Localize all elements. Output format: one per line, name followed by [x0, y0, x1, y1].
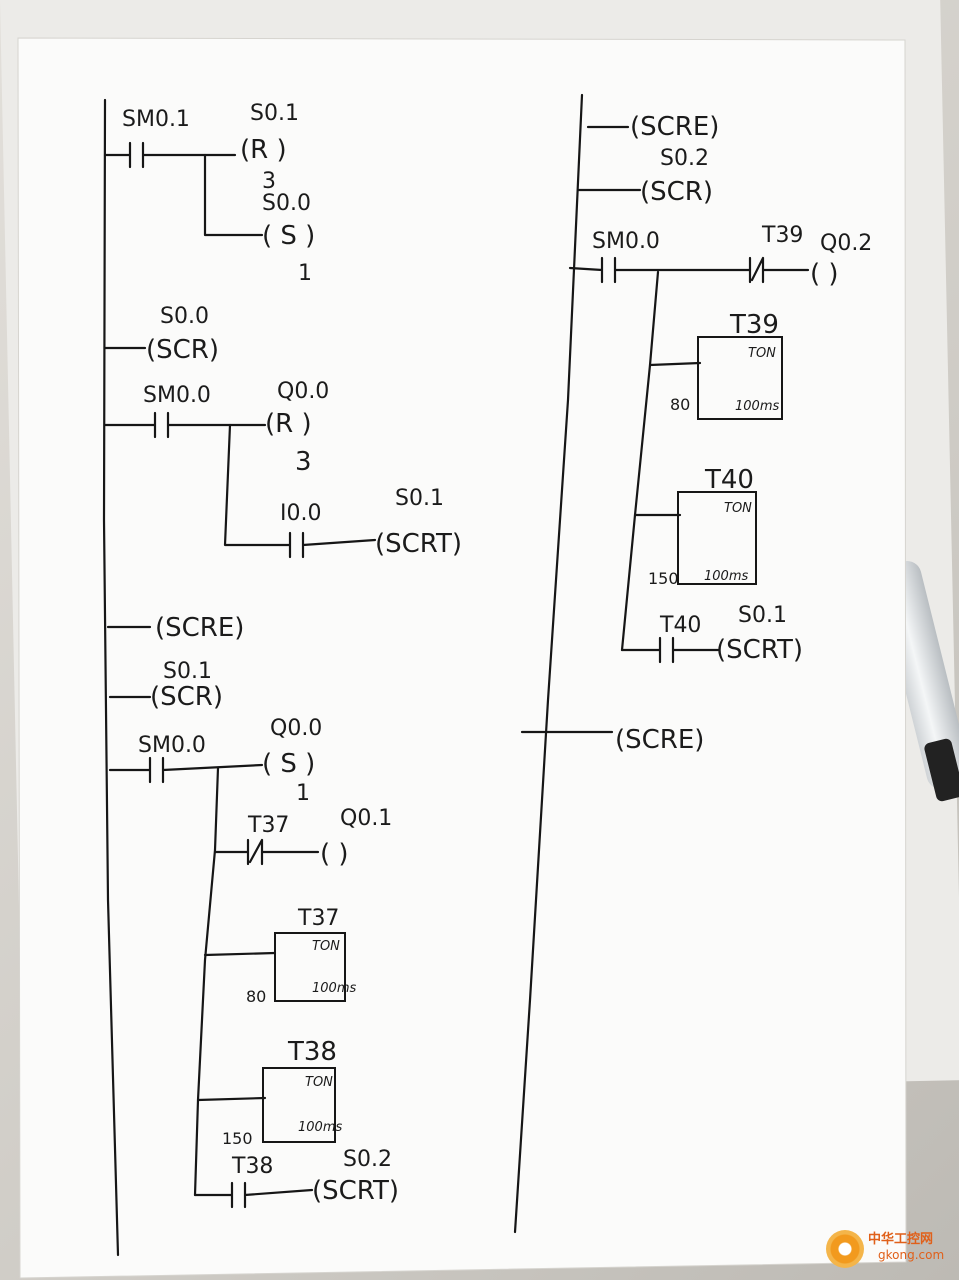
rung-1: SM0.1 S0.1 (R ) 3 S0.0 ( S ) 1 [103, 101, 315, 286]
output-coil: ( ) [810, 259, 839, 289]
rung-3: SM0.0 Q0.0 ( S ) 1 T37 Q0.1 ( ) T37 TON … [108, 716, 399, 1209]
left-power-rail [102, 98, 120, 1257]
scr-instruction: (SCR) [146, 335, 219, 365]
no-contact [568, 256, 752, 284]
no-contact [620, 636, 720, 664]
branch-wire [203, 153, 264, 237]
rung-4: SM0.0 T39 Q0.2 ( ) T39 TON 80 100ms T40 … [568, 223, 872, 665]
coil-count: 1 [298, 261, 312, 286]
timer-name: T40 [704, 465, 754, 495]
wire [196, 1096, 267, 1102]
timer-base: 100ms [312, 981, 356, 996]
wire [648, 361, 702, 367]
timer-box [274, 932, 346, 1002]
coil-address: Q0.0 [270, 716, 322, 741]
coil-address: S0.0 [262, 191, 311, 216]
contact-label: SM0.0 [138, 733, 206, 758]
timer-type: TON [312, 939, 340, 954]
timer-type: TON [748, 346, 776, 361]
scr-s0-1: S0.1 (SCR) [108, 659, 223, 712]
nc-contact [748, 256, 810, 284]
coil-address: S0.1 [395, 486, 444, 511]
scr-s0-0: S0.0 (SCR) [103, 304, 219, 365]
watermark-logo: 中华工控网 gkong.com [826, 1226, 952, 1270]
output-coil: ( ) [320, 839, 349, 869]
scrt-coil: (SCRT) [312, 1176, 399, 1206]
timer-preset: 80 [670, 395, 690, 414]
rung-2: SM0.0 Q0.0 (R ) 3 I0.0 S0.1 (SCRT) [103, 379, 462, 559]
scre-1: (SCRE) [106, 613, 244, 643]
timer-type: TON [724, 501, 752, 516]
nc-contact [213, 838, 320, 866]
coil-address: Q0.1 [340, 806, 392, 831]
right-column-power-rail [513, 93, 584, 1234]
watermark-en: gkong.com [878, 1248, 945, 1262]
contact-label: SM0.0 [592, 229, 660, 254]
set-coil: ( S ) [262, 221, 315, 251]
scre-2: (SCRE) [586, 112, 719, 142]
no-contact [103, 141, 237, 169]
timer-name: T39 [729, 310, 779, 340]
paper-page [17, 37, 907, 1279]
scrt-coil: (SCRT) [375, 529, 462, 559]
wire [203, 951, 277, 957]
no-contact [108, 756, 264, 784]
coil-count: 3 [262, 169, 276, 194]
scr-address: S0.1 [163, 659, 212, 684]
coil-count: 3 [295, 447, 312, 477]
coil-count: 1 [296, 781, 310, 806]
contact-label: T40 [659, 613, 701, 638]
reset-coil: (R ) [265, 409, 312, 439]
branch-vertical [193, 766, 220, 1197]
scre-3: (SCRE) [520, 725, 704, 755]
scre-instruction: (SCRE) [630, 112, 719, 142]
timer-box [697, 336, 783, 420]
scr-instruction: (SCR) [150, 682, 223, 712]
contact-label: T37 [247, 813, 289, 838]
set-coil: ( S ) [262, 749, 315, 779]
timer-preset: 150 [648, 569, 679, 588]
contact-label: I0.0 [280, 501, 321, 526]
timer-base: 100ms [704, 569, 748, 584]
scr-s0-2: S0.2 (SCR) [576, 146, 713, 207]
timer-name: T37 [297, 906, 339, 931]
reset-coil: (R ) [240, 135, 287, 165]
contact-label: SM0.1 [122, 107, 190, 132]
scre-instruction: (SCRE) [155, 613, 244, 643]
no-contact [193, 1181, 314, 1209]
coil-address: Q0.2 [820, 231, 872, 256]
scr-instruction: (SCR) [640, 177, 713, 207]
watermark-cn: 中华工控网 [868, 1232, 934, 1247]
coil-address: Q0.0 [277, 379, 329, 404]
branch-contact [223, 423, 377, 559]
coil-address: S0.1 [250, 101, 299, 126]
scr-address: S0.0 [160, 304, 209, 329]
contact-label: T39 [761, 223, 803, 248]
gear-icon [826, 1230, 864, 1268]
scre-instruction: (SCRE) [615, 725, 704, 755]
no-contact [103, 411, 267, 439]
timer-box [262, 1067, 336, 1143]
timer-name: T38 [287, 1037, 337, 1067]
timer-preset: 150 [222, 1129, 253, 1148]
timer-type: TON [305, 1075, 333, 1090]
timer-box [677, 491, 757, 585]
timer-base: 100ms [735, 399, 779, 414]
scr-address: S0.2 [660, 146, 709, 171]
contact-label: T38 [231, 1154, 273, 1179]
branch-vertical [620, 270, 660, 652]
contact-label: SM0.0 [143, 383, 211, 408]
scrt-coil: (SCRT) [716, 635, 803, 665]
coil-address: S0.2 [343, 1147, 392, 1172]
timer-preset: 80 [246, 987, 266, 1006]
timer-base: 100ms [298, 1120, 342, 1135]
coil-address: S0.1 [738, 603, 787, 628]
